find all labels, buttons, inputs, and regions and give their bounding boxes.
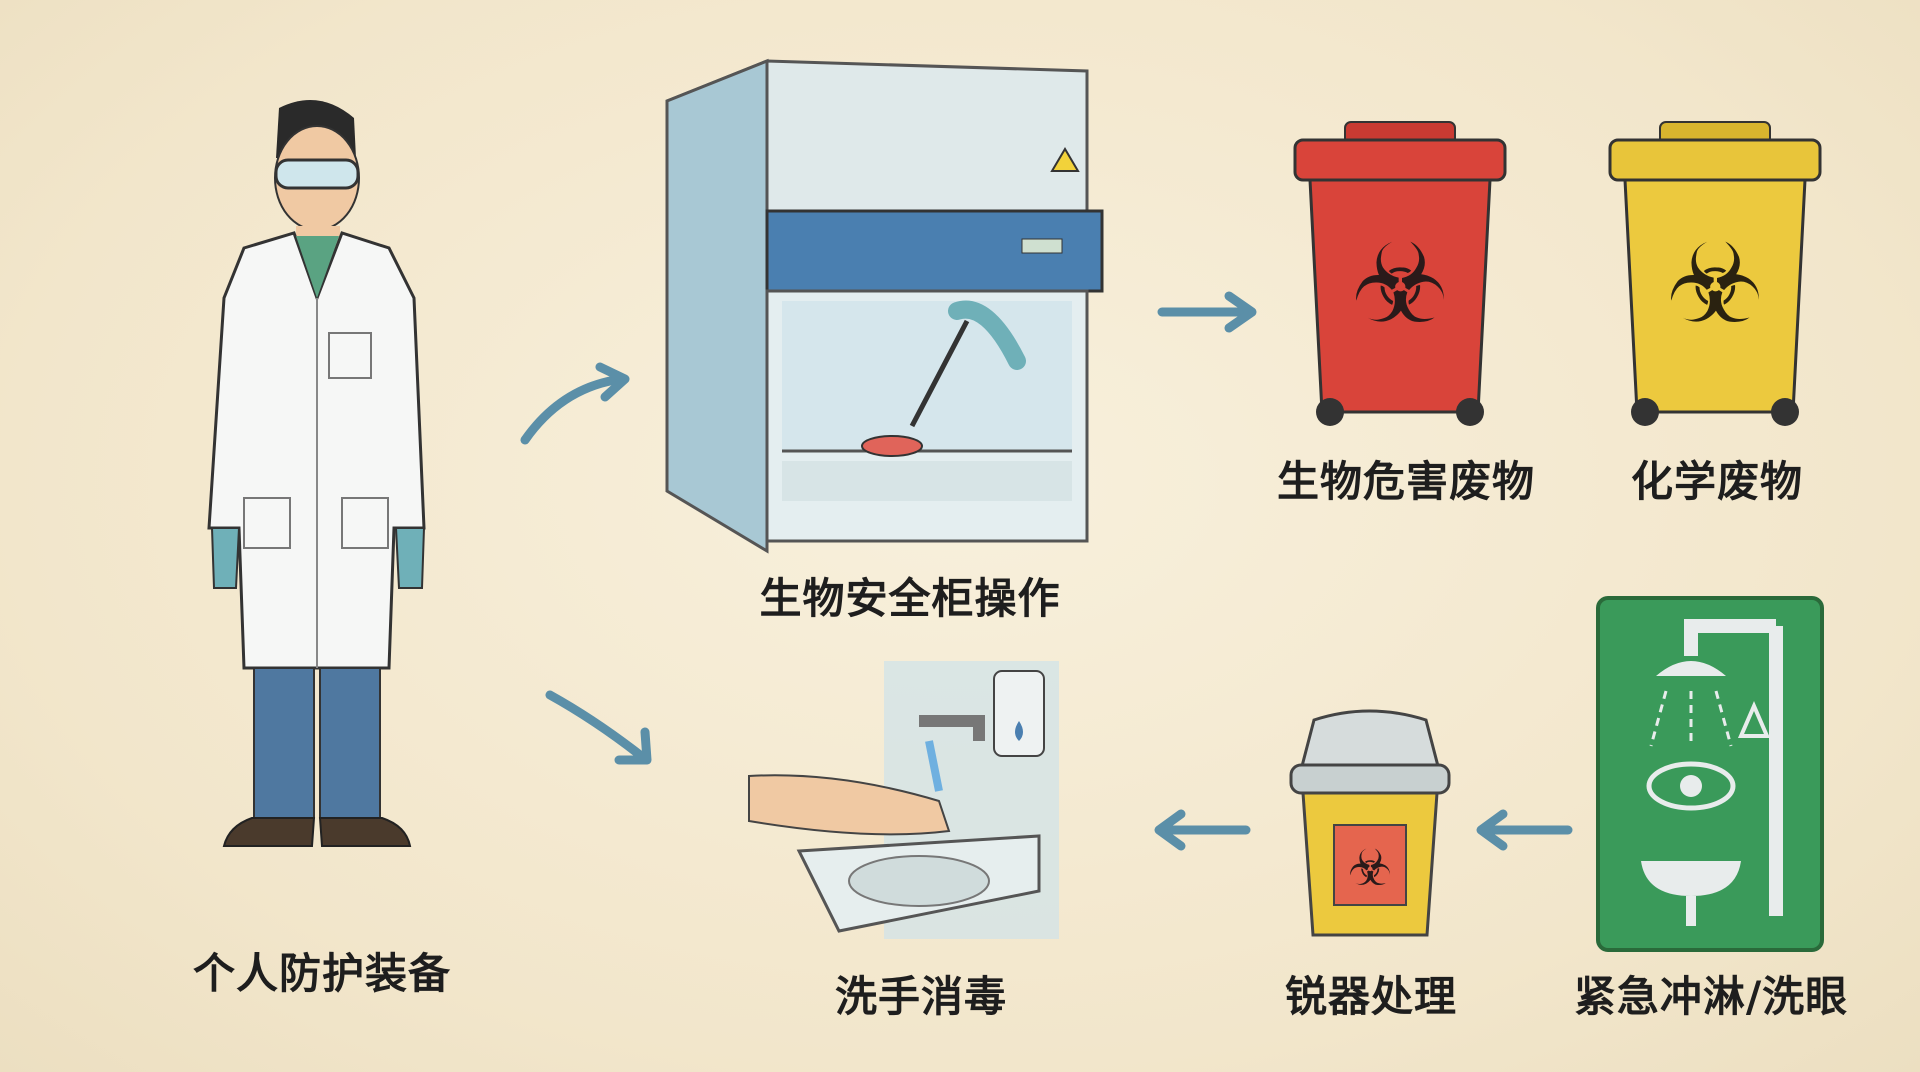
- arrow-to-handwash-icon: [545, 690, 652, 765]
- arrow-to-handwash-left-icon: [1154, 809, 1251, 851]
- biohazard-waste-label: 生物危害废物: [1276, 457, 1536, 506]
- chemical-waste-label: 化学废物: [1630, 457, 1804, 506]
- hand-washing-illustration: [748, 661, 1059, 939]
- sharps-disposal-label: 锐器处理: [1284, 972, 1458, 1021]
- biohazard-waste-bin-illustration: ☣: [1293, 121, 1507, 426]
- svg-text:☣: ☣: [1351, 220, 1450, 348]
- biosafety-cabinet-illustration: [665, 58, 1104, 554]
- emergency-shower-label: 紧急冲淋/洗眼: [1573, 972, 1849, 1021]
- sharps-container-illustration: ☣: [1289, 709, 1451, 937]
- arrow-to-waste-icon: [1157, 291, 1257, 333]
- ppe-label: 个人防护装备: [192, 949, 452, 998]
- chemical-waste-bin-illustration: ☣: [1608, 121, 1822, 426]
- svg-text:☣: ☣: [1348, 839, 1393, 897]
- svg-text:☣: ☣: [1666, 220, 1765, 348]
- arrow-to-sharps-icon: [1476, 809, 1573, 851]
- lab-worker-ppe-illustration: [207, 100, 426, 847]
- hand-washing-label: 洗手消毒: [834, 972, 1008, 1021]
- arrow-to-cabinet-icon: [520, 362, 630, 445]
- biosafety-cabinet-label: 生物安全柜操作: [759, 574, 1061, 623]
- emergency-shower-eyewash-sign: [1596, 596, 1824, 952]
